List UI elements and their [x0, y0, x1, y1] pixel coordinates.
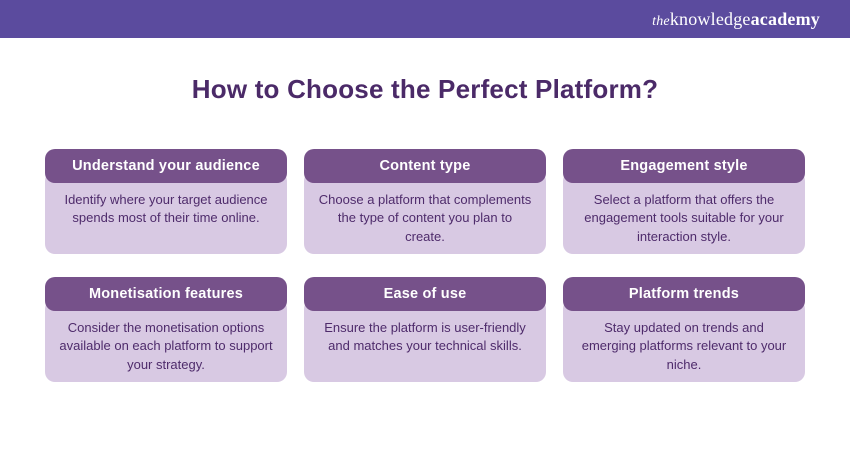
cards-grid: Understand your audience Identify where … [45, 149, 805, 382]
card-body: Ensure the platform is user-friendly and… [304, 299, 546, 382]
card-ease-of-use: Ease of use Ensure the platform is user-… [304, 277, 546, 382]
card-body: Select a platform that offers the engage… [563, 171, 805, 254]
card-heading: Monetisation features [45, 277, 287, 311]
card-description: Select a platform that offers the engage… [584, 192, 784, 244]
card-heading: Platform trends [563, 277, 805, 311]
card-content-type: Content type Choose a platform that comp… [304, 149, 546, 254]
card-description: Stay updated on trends and emerging plat… [581, 320, 787, 372]
card-description: Consider the monetisation options availa… [59, 320, 273, 372]
card-monetisation-features: Monetisation features Consider the monet… [45, 277, 287, 382]
card-engagement-style: Engagement style Select a platform that … [563, 149, 805, 254]
logo-knowledge: knowledge [669, 8, 751, 29]
card-body: Choose a platform that complements the t… [304, 171, 546, 254]
card-description: Ensure the platform is user-friendly and… [324, 320, 526, 354]
logo-the: the [652, 13, 670, 29]
card-body: Identify where your target audience spen… [45, 171, 287, 254]
card-understand-your-audience: Understand your audience Identify where … [45, 149, 287, 254]
card-description: Choose a platform that complements the t… [318, 192, 532, 244]
card-platform-trends: Platform trends Stay updated on trends a… [563, 277, 805, 382]
logo-academy: academy [750, 8, 820, 29]
card-description: Identify where your target audience spen… [64, 192, 268, 226]
page-title: How to Choose the Perfect Platform? [191, 74, 659, 104]
card-heading: Ease of use [304, 277, 546, 311]
card-body: Consider the monetisation options availa… [45, 299, 287, 382]
card-body: Stay updated on trends and emerging plat… [563, 299, 805, 382]
top-brand-bar: theknowledgeacademy [0, 0, 850, 38]
card-heading: Content type [304, 149, 546, 183]
card-heading: Engagement style [563, 149, 805, 183]
card-heading: Understand your audience [45, 149, 287, 183]
knowledge-academy-logo: theknowledgeacademy [652, 9, 820, 30]
